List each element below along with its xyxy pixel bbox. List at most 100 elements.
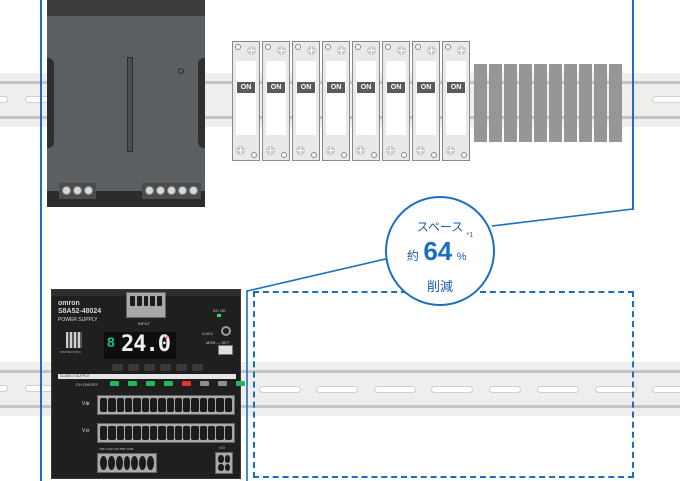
terminal-pin <box>166 426 174 440</box>
signal-pin <box>100 456 107 470</box>
terminal-pin <box>108 426 116 440</box>
sel-down-key[interactable] <box>144 364 155 371</box>
mount-ring <box>235 44 241 50</box>
signal-pin <box>131 456 139 470</box>
screw-icon <box>277 46 286 55</box>
terminal-pin <box>124 426 133 440</box>
screw-icon <box>236 146 245 155</box>
channel-led-3 <box>146 381 155 386</box>
enter-key[interactable] <box>176 364 187 371</box>
terminal-pin <box>116 426 124 440</box>
mount-ring <box>355 44 361 50</box>
terminal-block <box>489 64 502 142</box>
mount-ring <box>341 152 347 158</box>
signal-pin <box>123 456 131 470</box>
comparison-frame-left <box>40 0 42 481</box>
terminal-block <box>519 64 532 142</box>
circuit-breaker: ON <box>262 41 290 161</box>
terminal-pin <box>199 398 208 412</box>
output-terminal-row-plus <box>97 395 235 415</box>
screw-icon <box>247 46 256 55</box>
terminal-block <box>564 64 577 142</box>
breaker-on-label: ON <box>327 82 345 93</box>
voltage-adjust-knob[interactable] <box>221 326 231 336</box>
mount-ring <box>295 44 301 50</box>
comparison-frame-right <box>632 0 634 210</box>
mount-ring <box>371 152 377 158</box>
terminal-pin <box>208 426 216 440</box>
esc-rst-key[interactable] <box>192 364 203 371</box>
circuit-breaker: ON <box>292 41 320 161</box>
screw-icon <box>457 46 466 55</box>
screw-icon <box>266 146 275 155</box>
sel-up-key[interactable] <box>160 364 171 371</box>
mount-ring <box>415 44 421 50</box>
terminal-pin <box>183 398 191 412</box>
terminal-pin <box>191 398 199 412</box>
brand-logo: omron <box>58 300 80 307</box>
screw-icon <box>367 46 376 55</box>
mount-ring <box>401 152 407 158</box>
mount-ring <box>311 152 317 158</box>
conventional-power-supply <box>47 0 205 207</box>
screw-icon <box>307 46 316 55</box>
screw-icon <box>427 46 436 55</box>
terminal-pin <box>158 426 166 440</box>
terminal-block <box>549 64 562 142</box>
vo-terminal <box>215 452 233 474</box>
channel-led-1 <box>110 381 119 386</box>
output-terminal-row-minus <box>97 423 235 443</box>
vo-label: VO <box>219 445 225 450</box>
saved-space-area <box>253 291 634 478</box>
ch-down-key[interactable] <box>112 364 123 371</box>
mount-ring <box>281 152 287 158</box>
terminal-pin <box>124 398 133 412</box>
terminal-block <box>609 64 622 142</box>
breaker-on-label: ON <box>267 82 285 93</box>
terminal-block <box>579 64 592 142</box>
signal-pin <box>107 456 115 470</box>
dc-ok-label: DC OK <box>213 308 226 313</box>
terminal-pin <box>224 426 232 440</box>
terminal-pin <box>141 398 149 412</box>
breaker-on-label: ON <box>417 82 435 93</box>
mon-set-switch[interactable] <box>218 345 233 355</box>
display-unit: V <box>164 336 169 342</box>
terminal-pin <box>174 426 183 440</box>
callout-heading: スペース <box>416 220 464 234</box>
circuit-breaker: ON <box>412 41 440 161</box>
callout-footnote: *1 <box>466 232 474 239</box>
mount-ring <box>251 152 257 158</box>
terminal-pin <box>158 398 166 412</box>
terminal-pin <box>166 398 174 412</box>
screw-icon <box>296 146 305 155</box>
terminal-pin <box>191 426 199 440</box>
terminal-block <box>534 64 547 142</box>
circuit-breaker: ON <box>352 41 380 161</box>
screw-icon <box>356 146 365 155</box>
terminal-pin <box>174 398 183 412</box>
circuit-breaker: ON <box>382 41 410 161</box>
screw-icon <box>337 46 346 55</box>
channel-led-6 <box>200 381 209 386</box>
channel-led-4 <box>164 381 173 386</box>
callout-prefix: 約 <box>406 249 419 263</box>
terminal-pin <box>208 398 216 412</box>
input-label: INPUT <box>138 321 150 326</box>
terminal-pin <box>141 426 149 440</box>
terminal-pin <box>133 398 141 412</box>
breaker-on-label: ON <box>357 82 375 93</box>
ch-up-key[interactable] <box>128 364 139 371</box>
circuit-breaker: ON <box>232 41 260 161</box>
signal-pin <box>139 456 147 470</box>
terminal-pin <box>224 398 232 412</box>
vadj-label: V.ADJ <box>202 331 213 336</box>
callout-value-line: 約 64 %*1 <box>387 232 493 267</box>
qr-code-icon <box>66 332 82 348</box>
product-type: POWER SUPPLY <box>58 317 98 323</box>
terminal-pin <box>199 426 208 440</box>
channel-led-5 <box>182 381 191 386</box>
v-minus-label: V⊖ <box>82 428 90 434</box>
signal-pin <box>115 456 123 470</box>
output-bar-label: CLASS 2 OUTPUT <box>60 374 90 378</box>
